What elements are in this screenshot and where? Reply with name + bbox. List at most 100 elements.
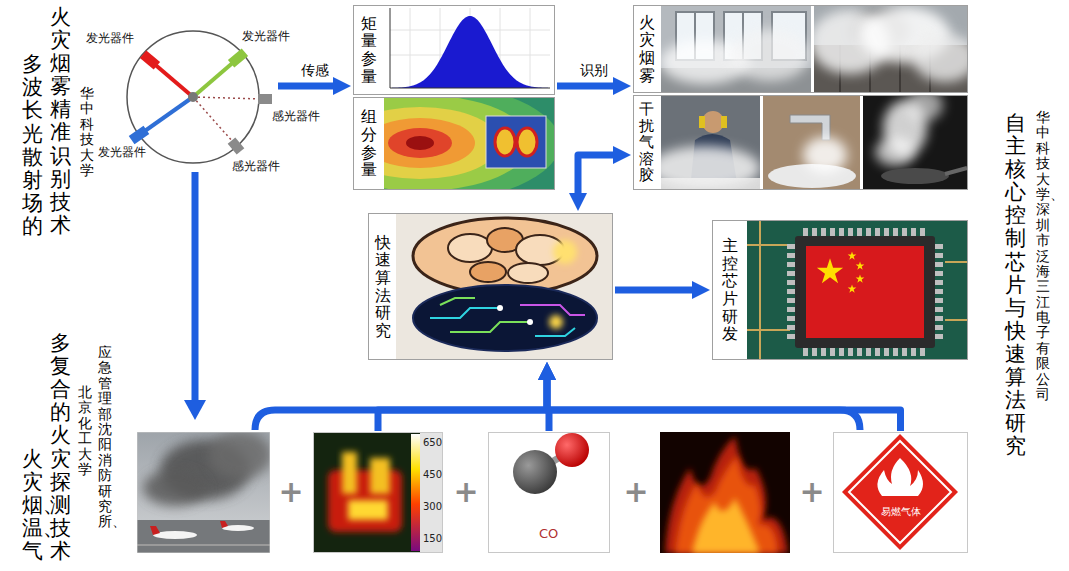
thermal-image (370, 458, 390, 494)
chip-illustration (747, 244, 790, 246)
sensor-circle-shape (152, 62, 193, 97)
sensor-circle-shape (193, 97, 262, 99)
chip-illustration (803, 228, 928, 236)
chip-illustration (759, 221, 761, 359)
flame-photo (692, 498, 760, 553)
sensor-circle-shape (127, 31, 272, 163)
co-molecule (555, 433, 589, 467)
flammable-gas-sign (833, 432, 968, 553)
thermal-image (342, 452, 357, 494)
chip-illustration (856, 261, 865, 269)
photo-tile: 650450300150 (313, 432, 443, 553)
distribution-chart (384, 6, 554, 94)
panel-label-columns (369, 214, 396, 359)
device-label: 发光器件 (98, 146, 146, 160)
brain-illustration (413, 285, 597, 351)
sensor-circle: 发光器件发光器件发光器件感光器件感光器件 (126, 30, 260, 164)
flame-photo (675, 456, 778, 553)
airport-smoke-photo (137, 520, 270, 553)
chip-illustration (791, 232, 939, 352)
vertical-title: 多波长光散射场的 (22, 53, 43, 238)
device-label: 感光器件 (232, 160, 280, 174)
chip-illustration (848, 251, 857, 259)
panel-title: 矩量参量 (361, 15, 377, 85)
flow-arrow (278, 83, 339, 90)
airport-smoke-photo (137, 432, 270, 553)
panel-label-columns (634, 6, 661, 92)
distribution-chart (384, 6, 554, 94)
panel-title: 组分参量 (361, 108, 377, 178)
airport-smoke-photo (220, 521, 228, 528)
flammable-gas-sign (833, 432, 968, 553)
distribution-chart (390, 8, 550, 88)
sign-text: 易燃气体 (881, 506, 921, 518)
chip-illustration (803, 348, 928, 356)
flame-photo (660, 432, 790, 553)
brain-illustration (553, 240, 577, 264)
flow-arrow-decoration (184, 172, 860, 430)
panel-label-columns (713, 221, 747, 359)
parameter-panel: 矩量参量 (353, 5, 555, 95)
formula-label: CO (539, 527, 558, 542)
brain-illustration (520, 305, 585, 315)
institution-label: 华中科技大学 (80, 86, 94, 178)
panel-label-columns (354, 6, 384, 94)
brain-illustration (430, 308, 500, 318)
faucet-steam-photo (763, 96, 860, 189)
chip-illustration (935, 244, 943, 340)
plus-sign: + (453, 477, 478, 507)
brain-illustration (396, 214, 612, 359)
scale-number: 300 (423, 501, 442, 513)
brain-illustration (527, 319, 533, 325)
sensor-circle-shape (228, 48, 248, 67)
scattering-field-plot (486, 116, 546, 168)
brain-illustration (497, 305, 503, 311)
sensor-circle-shape (129, 126, 149, 145)
flow-arrow (557, 83, 619, 90)
panel-title: 主控芯片研发 (722, 237, 738, 343)
chip-illustration (945, 319, 968, 321)
panel-title: 快速算法研究 (375, 234, 391, 340)
brain-illustration (470, 262, 506, 282)
flame-photo (665, 436, 788, 553)
chip-illustration (747, 221, 968, 359)
dust-worker-photo (650, 96, 760, 190)
sensor-circle-shape (142, 97, 193, 133)
scattering-field-plot (406, 136, 434, 150)
brain-illustration (440, 298, 475, 305)
cooking-steam-photo (907, 89, 943, 121)
chip-illustration (806, 246, 924, 338)
panel-title: 干扰气溶胶 (639, 101, 654, 184)
scattering-field-plot (517, 128, 537, 156)
chip-illustration (787, 244, 795, 340)
sensor-circle-shape (193, 60, 236, 97)
distribution-chart (530, 8, 531, 88)
scale-number: 450 (423, 469, 442, 481)
flammable-gas-sign (849, 441, 951, 543)
airport-smoke-photo (143, 470, 207, 506)
brain-illustration (396, 214, 612, 359)
device-label: 感光器件 (272, 110, 320, 124)
brain-illustration (413, 218, 597, 294)
brain-illustration (508, 263, 548, 283)
scattering-field-plot (365, 118, 475, 168)
scale-number: 150 (423, 533, 442, 545)
research-box: 主控芯片研发 (712, 220, 968, 360)
flow-arrow (578, 155, 619, 199)
vertical-title: 多复合的火灾探测技术 (50, 332, 71, 563)
device-label: 发光器件 (242, 30, 290, 44)
chip-illustration (747, 221, 968, 359)
scattering-field-plot (310, 95, 530, 191)
institution-label: 华中科技大学、深圳市泛海三江电子有限公司 (1036, 110, 1050, 402)
brain-illustration (450, 322, 530, 332)
institution-label: 应急管理部沈阳消防研究所、 (98, 345, 112, 530)
plus-sign: + (623, 477, 648, 507)
thermal-image (328, 470, 402, 532)
sensor-circle-shape (127, 31, 259, 163)
faucet-steam-photo (763, 96, 860, 189)
sensor-circle-shape (140, 50, 160, 69)
thermal-image (420, 433, 442, 552)
cooking-steam-photo (945, 168, 967, 174)
vertical-title: 自主核心控制芯片与快速算法研究 (1005, 112, 1026, 458)
